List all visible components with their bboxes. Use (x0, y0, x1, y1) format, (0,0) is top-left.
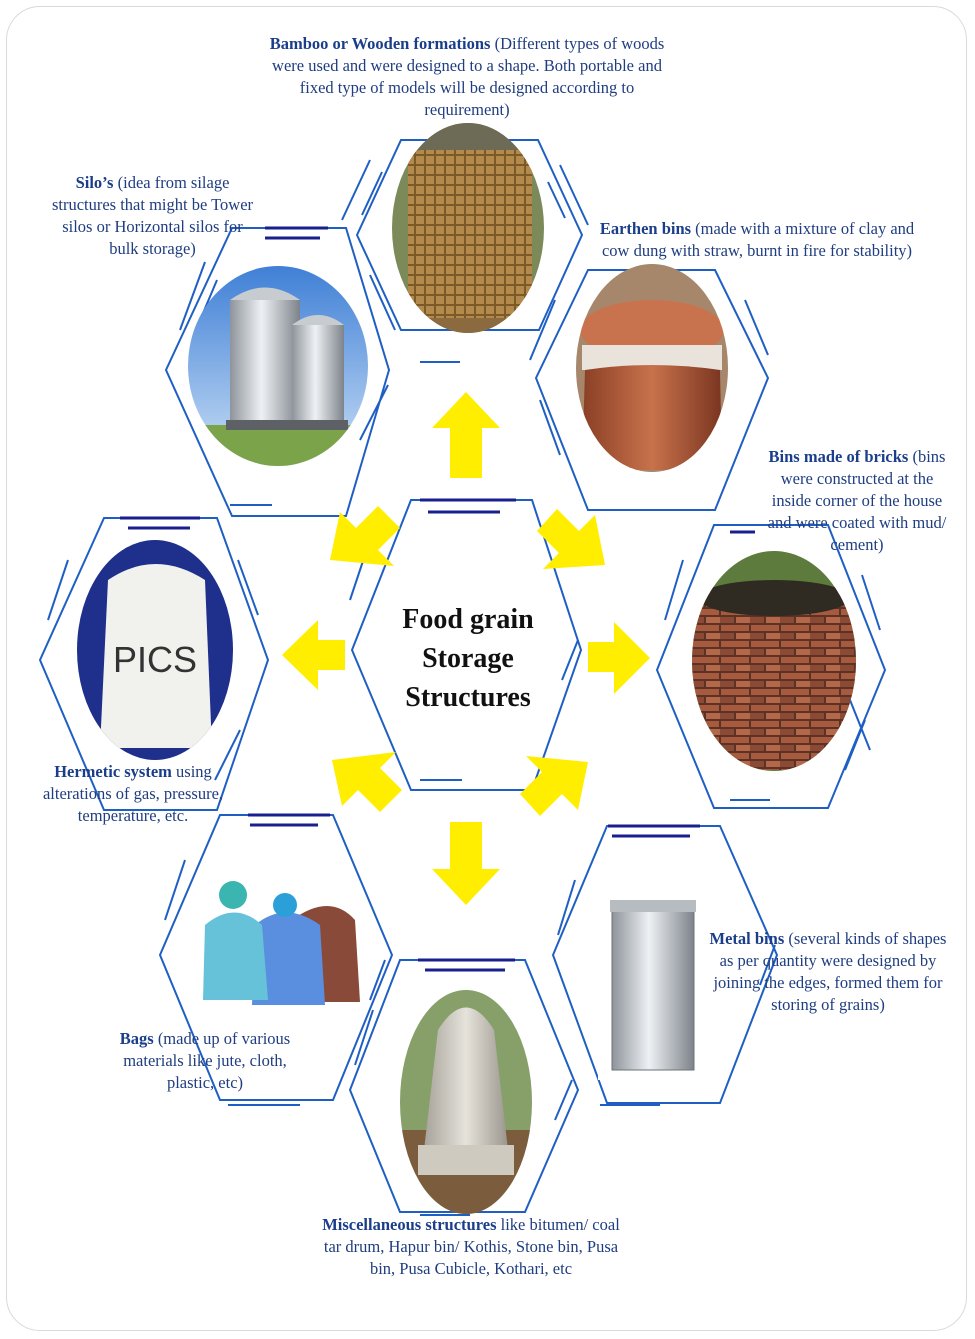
caption-misc: Miscellaneous structures like bitumen/ c… (312, 1214, 630, 1280)
bamboo-basket-image (392, 123, 544, 333)
caption-hermetic-text: using alterations of gas, pressure, temp… (42, 762, 224, 825)
brick-bin-image (692, 551, 856, 771)
caption-silo-text: (idea from silage structures that might … (51, 173, 254, 258)
bags-image (203, 881, 360, 1005)
caption-metal: Metal bins (several kinds of shapes as p… (708, 928, 948, 1016)
center-title-line-2: Storage (422, 643, 514, 674)
caption-bags: Bags (made up of various materials like … (100, 1028, 310, 1094)
caption-bags-title: Bags (119, 1029, 154, 1048)
silo-image (188, 266, 368, 466)
arrow-down (432, 822, 500, 905)
arrow-right (588, 622, 650, 694)
yellow-arrows (282, 392, 650, 905)
caption-bamboo-title: Bamboo or Wooden formations (269, 34, 491, 53)
caption-bricks-title: Bins made of bricks (768, 447, 909, 466)
caption-metal-title: Metal bins (709, 929, 785, 948)
pics-bag-image: PICS (77, 540, 233, 760)
caption-bricks-text: (bins were constructed at the inside cor… (767, 447, 947, 554)
bag-logo-text: PICS (113, 639, 197, 680)
caption-hermetic-title: Hermetic system (54, 762, 172, 781)
caption-misc-title: Miscellaneous structures (322, 1215, 497, 1234)
arrow-up-left (330, 506, 400, 566)
accent-double-lines (120, 226, 755, 972)
caption-metal-text: (several kinds of shapes as per quantity… (713, 929, 947, 1014)
caption-hermetic: Hermetic system using alterations of gas… (22, 761, 244, 827)
metal-bin-image (598, 895, 708, 1080)
stone-bin-image (400, 990, 532, 1214)
caption-silo: Silo’s (idea from silage structures that… (50, 172, 255, 260)
caption-silo-title: Silo’s (75, 173, 114, 192)
caption-bamboo-text: (Different types of woods were used and … (272, 34, 665, 119)
caption-earthen-text: (made with a mixture of clay and cow dun… (601, 219, 915, 260)
caption-earthen-title: Earthen bins (599, 219, 692, 238)
accent-short-lines (228, 361, 770, 1216)
arrow-left (282, 620, 345, 690)
caption-misc-text: like bitumen/ coal tar drum, Hapur bin/ … (323, 1215, 620, 1278)
arrow-down-left (332, 752, 402, 812)
center-title-line-1: Food grain (402, 604, 534, 635)
caption-bricks: Bins made of bricks (bins were construct… (762, 446, 952, 556)
caption-bags-text: (made up of various materials like jute,… (123, 1029, 291, 1092)
hexagon-inner-strokes (47, 159, 881, 1121)
arrow-down-right (520, 756, 588, 816)
caption-earthen: Earthen bins (made with a mixture of cla… (592, 218, 922, 262)
caption-bamboo: Bamboo or Wooden formations (Different t… (262, 33, 672, 121)
earthen-bin-image (576, 264, 728, 472)
center-title: Food grain Storage Structures (370, 600, 566, 717)
arrow-up (432, 392, 500, 478)
arrow-up-right (537, 509, 605, 569)
center-title-line-3: Structures (405, 682, 531, 713)
